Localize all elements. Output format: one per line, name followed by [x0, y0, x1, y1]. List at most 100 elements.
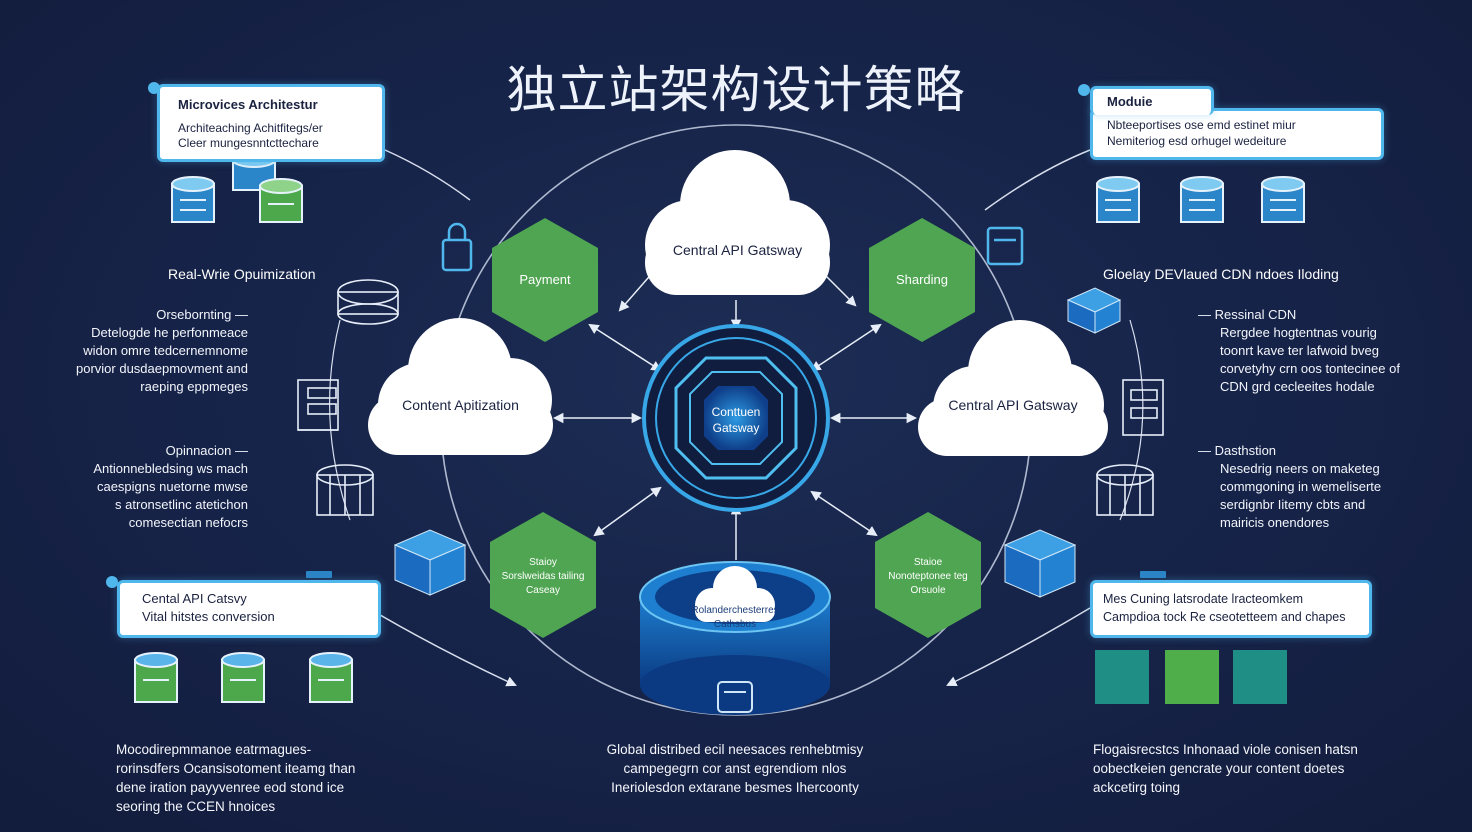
connector-left-arc	[329, 319, 351, 521]
drum-label: Rolanderchesterres Cathsbus	[680, 604, 790, 632]
connector-top-right	[984, 149, 1091, 211]
lock-icon-left	[441, 222, 473, 272]
right-block-1-head: — Ressinal CDN	[1198, 307, 1297, 322]
bottom-left-line: rorinsdfers Ocansisotoment iteamg than	[116, 761, 356, 776]
db-icon-bottom-left-2	[221, 652, 265, 703]
card-dot-icon	[1078, 84, 1090, 96]
card-top-right-tag: Moduie	[1090, 86, 1214, 115]
card-top-left-title: Microvices Architestur	[178, 97, 318, 112]
left-block-1: Orsebornting — Detelogde he perfonmeace …	[30, 306, 248, 396]
right-block-1-line: CDN grd cecleeites hodale	[1220, 379, 1375, 394]
core-octagon	[674, 356, 798, 480]
cloud-right-label: Central API Gatsway	[948, 397, 1078, 413]
bottom-center-text: Global distribed ecil neesaces renhebtmi…	[560, 740, 910, 797]
hex-bottom-right-line: Orsuole	[910, 585, 946, 596]
card-dot-icon	[148, 82, 160, 94]
hex-sharding-label: Sharding	[895, 272, 949, 287]
cube-icon-right-top	[1066, 287, 1122, 334]
db-icon-top-left-3	[259, 178, 303, 223]
connector-bottom-right	[946, 607, 1091, 687]
app-tile-icon	[1233, 650, 1287, 704]
bottom-left-text: Mocodirepmmanoe eatrmagues- rorinsdfers …	[116, 740, 416, 816]
core-label-line: Gatsway	[712, 421, 760, 435]
bottom-center-line: Global distribed ecil neesaces renhebtmi…	[606, 742, 864, 757]
hex-bottom-right-line: Nonoteptonee teg	[888, 571, 968, 582]
card-dot-icon	[106, 576, 118, 588]
server-icon-right-1	[1122, 379, 1164, 436]
connector-right-arc	[1119, 319, 1144, 521]
cube-icon-left	[393, 529, 467, 596]
page-title: 独立站架构设计策略	[506, 61, 966, 119]
bottom-right-line: oobectkeien gencrate your content doetes	[1093, 761, 1345, 776]
hex-payment-label: Payment	[519, 272, 571, 287]
hex-bottom-left-line: Caseay	[526, 585, 560, 596]
card-tab-icon	[1140, 571, 1166, 578]
card-bottom-right-line1: Campdioa tock Re cseotetteem and chapes	[1103, 610, 1346, 624]
arrow-bl-core	[593, 486, 662, 537]
card-top-right-line1: Nbteeportises ose emd estinet miur	[1107, 118, 1296, 132]
bottom-right-text: Flogaisrecstcs Inhonaad viole conisen ha…	[1093, 740, 1393, 797]
right-block-2-line: serdignbr Iitemy cbts and	[1220, 497, 1366, 512]
db-icon-top-right-2	[1180, 176, 1224, 223]
cloud-top-label: Central API Gatsway	[672, 242, 803, 258]
db-icon-bottom-left-3	[309, 652, 353, 703]
right-block-1-line: Rergdee hogtentnas vourig	[1220, 325, 1377, 340]
bottom-left-line: Mocodirepmmanoe eatrmagues-	[116, 742, 312, 757]
arrow-sharding-core	[810, 323, 882, 372]
box-icon-right	[986, 226, 1024, 266]
card-bottom-right: Mes Cuning latsrodate lracteomkem Campdi…	[1090, 580, 1372, 638]
card-top-left: Microvices Architestur Architeaching Ach…	[157, 84, 385, 162]
left-block-1-line: raeping eppmeges	[140, 379, 248, 394]
arrow-br-core	[810, 490, 878, 537]
left-block-2: Opinnacion — Antionnebledsing ws mach ca…	[30, 442, 248, 532]
card-top-right: Nbteeportises ose emd estinet miur Nemit…	[1090, 108, 1384, 160]
hex-bottom-right-label: Staioe Nonoteptonee teg Orsuole	[875, 556, 981, 598]
hex-payment	[492, 218, 598, 342]
hex-bottom-left-line: Sorslweidas tailing	[501, 571, 585, 582]
left-section-label: Real-Wrie Opuimization	[168, 266, 316, 282]
right-block-1-line: toonrt kave ter lafwoid bveg	[1220, 343, 1379, 358]
card-top-left-line1: Architeaching Achitfitegs/er	[178, 121, 323, 135]
db-icon-bottom-left-1	[134, 652, 178, 703]
connector-top-left	[384, 149, 471, 201]
app-tile-icon	[1095, 650, 1149, 704]
hex-bottom-right-line: Staioe	[913, 557, 943, 568]
hex-bottom-left-line: Staioy	[529, 557, 557, 568]
card-bottom-left: Cental API Catsvy Vital hitstes conversi…	[117, 580, 381, 638]
hex-sharding	[869, 218, 975, 342]
cube-icon-right	[1003, 529, 1077, 598]
core-label-line: Conttuen	[711, 405, 761, 419]
left-block-2-line: s atronsetlinc atetichon	[115, 497, 248, 512]
right-block-2: — Dasthstion Nesedrig neers on maketeg c…	[1198, 442, 1458, 532]
left-block-2-head: Opinnacion —	[165, 443, 248, 458]
left-block-2-line: caespigns nuetorne mwse	[96, 479, 248, 494]
bottom-center-line: Ineriolesdon extarane besmes Ihercoonty	[611, 780, 859, 795]
server-icon-left-2	[297, 379, 339, 431]
hex-bottom-right	[875, 512, 981, 638]
drum-label-line: Cathsbus	[713, 619, 757, 630]
drum-label-line: Rolanderchesterres	[691, 605, 779, 616]
server-icon-right-2	[1096, 464, 1154, 516]
right-block-2-line: Nesedrig neers on maketeg	[1220, 461, 1380, 476]
drum	[639, 561, 831, 715]
right-block-2-line: mairicis onendores	[1220, 515, 1330, 530]
card-bottom-right-title: Mes Cuning latsrodate lracteomkem	[1103, 592, 1304, 606]
right-block-2-head: — Dasthstion	[1198, 443, 1277, 458]
core-label: Conttuen Gatsway	[686, 404, 786, 436]
card-bottom-left-line1: Vital hitstes conversion	[142, 609, 275, 624]
db-icon-top-left-1	[171, 176, 215, 223]
card-tab-icon	[306, 571, 332, 578]
db-icon-top-right-1	[1096, 176, 1140, 223]
bottom-center-line: campegegrn cor anst egrendiom nlos	[623, 761, 847, 776]
arrow-payment-core	[588, 323, 662, 372]
connector-bottom-left	[374, 611, 517, 687]
right-section-label: Gloelay DEVlaued CDN ndoes Iloding	[1103, 266, 1339, 282]
left-block-1-line: widon omre tedcernemnome	[83, 343, 248, 358]
app-tile-icon	[1165, 650, 1219, 704]
card-top-left-line2: Cleer mungesnntcttechare	[178, 136, 319, 150]
db-icon-top-right-3	[1261, 176, 1305, 223]
card-top-right-title: Moduie	[1107, 94, 1153, 109]
server-icon-left-1	[337, 279, 399, 325]
left-block-2-line: Antionnebledsing ws mach	[93, 461, 248, 476]
